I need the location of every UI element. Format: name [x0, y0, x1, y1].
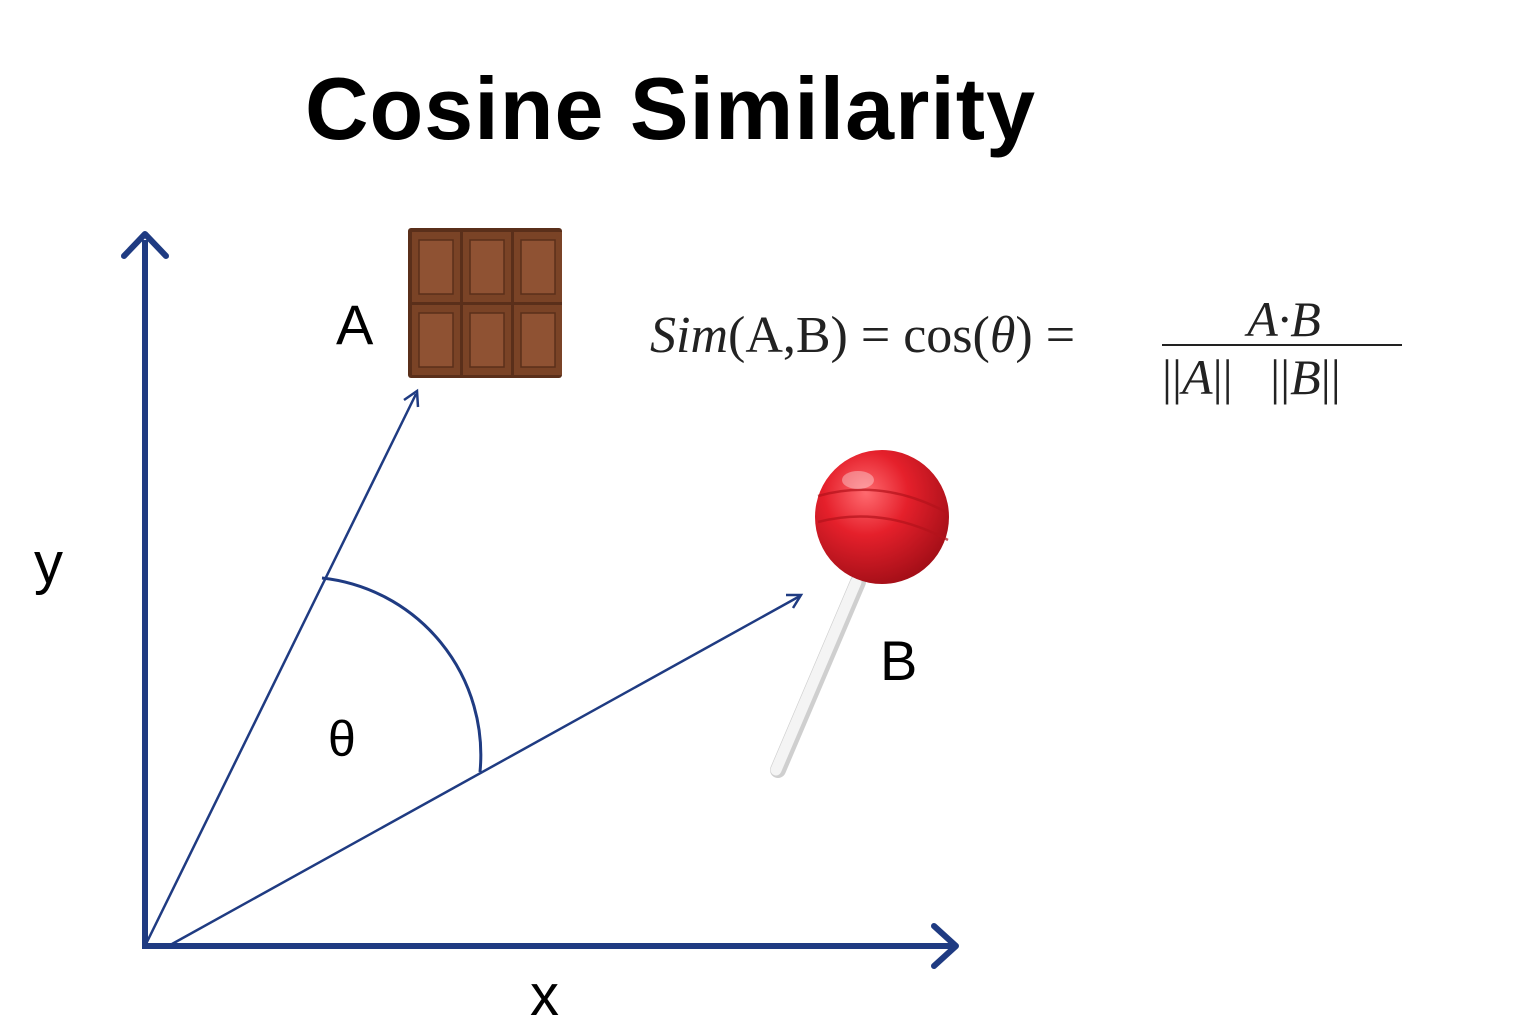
formula-theta: θ [989, 307, 1016, 364]
chocolate-piece-face [520, 312, 556, 368]
y-axis-label: y [34, 531, 63, 596]
axes [121, 231, 959, 969]
chocolate-piece-face [469, 312, 505, 368]
page-title: Cosine Similarity [305, 59, 1037, 158]
norm-a-var: A [1182, 349, 1213, 405]
vector-a [143, 388, 420, 947]
vector-b [171, 593, 804, 946]
vector-b-label: B [880, 629, 918, 692]
norm-b-close: || [1320, 349, 1341, 405]
chocolate-piece-face [520, 239, 556, 295]
formula-denominator: ||A|| ||B|| [1162, 348, 1341, 406]
formula-cos-close: ) [1015, 307, 1033, 364]
formula-fraction: A·B ||A|| ||B|| [1162, 290, 1406, 420]
angle-arc [321, 576, 483, 773]
vector-a-arrowhead [403, 388, 420, 408]
x-axis-arrowhead [931, 923, 959, 969]
formula-sim-args: (A,B) [728, 307, 848, 364]
x-axis-label: x [530, 963, 559, 1028]
norm-b-open: || [1270, 349, 1291, 405]
angle-theta-label: θ [328, 711, 356, 767]
vector-b-arrowhead [786, 593, 804, 609]
chocolate-bar-icon [408, 228, 562, 378]
formula-equals-2: = [1045, 307, 1076, 364]
norm-a-open: || [1162, 349, 1183, 405]
formula-equals-1: = [860, 307, 891, 364]
chocolate-piece-face [418, 312, 454, 368]
vector-a-label: A [336, 293, 374, 356]
formula-numerator: A·B [1247, 291, 1321, 347]
y-axis-arrowhead [121, 231, 169, 259]
chocolate-piece-face [418, 239, 454, 295]
chocolate-piece-face [469, 239, 505, 295]
lollipop-icon [770, 450, 949, 778]
norm-a-close: || [1212, 349, 1233, 405]
formula-sim-fn: Sim [650, 307, 728, 364]
norm-b-var: B [1290, 349, 1321, 405]
formula-cos: cos( [903, 307, 990, 364]
formula-lhs: Sim(A,B) = cos(θ) = [650, 306, 1075, 365]
fraction-bar [1162, 344, 1402, 346]
